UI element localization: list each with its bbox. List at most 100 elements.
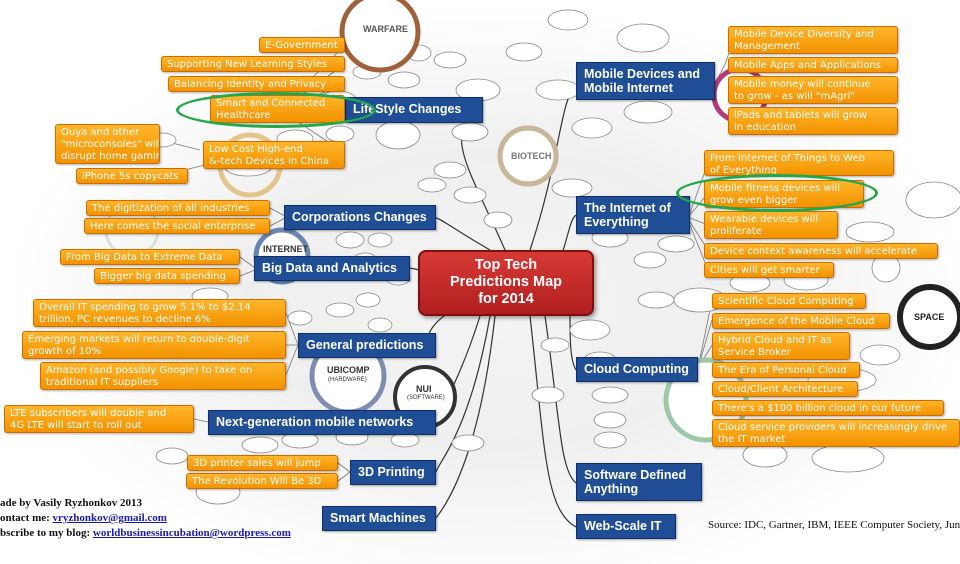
prediction-text: Emergence of the Mobile Cloud — [718, 316, 875, 327]
hub-label-ubicomp-sub: (HARDWARE) — [328, 377, 367, 383]
category-smart-machines[interactable]: Smart Machines — [322, 506, 436, 531]
prediction-lte[interactable]: LTE subscribers will double and 4G LTE w… — [4, 405, 194, 433]
prediction-revolution-3d[interactable]: The Revolution Will Be 3D — [186, 473, 338, 489]
prediction-line2: Service Broker — [718, 347, 791, 358]
category-general[interactable]: General predictions — [298, 333, 436, 358]
category-next-gen-networks[interactable]: Next-generation mobile networks — [208, 410, 436, 435]
blog-link[interactable]: worldbusinessincubation@wordpress.com — [92, 527, 291, 539]
prediction-text: The Era of Personal Cloud — [718, 365, 847, 376]
category-label-line2: Everything — [584, 215, 649, 229]
prediction-text: Mobile Apps and Applications — [734, 60, 881, 71]
prediction-line2: Management — [734, 41, 800, 52]
prediction-hybrid-cloud[interactable]: Hybrid Cloud and IT as Service Broker — [712, 332, 850, 360]
prediction-context-awareness[interactable]: Device context awareness will accelerate — [704, 243, 938, 259]
prediction-line2: trillion, PC revenues to decline 6% — [39, 314, 211, 325]
prediction-mobile-cloud[interactable]: Emergence of the Mobile Cloud — [712, 313, 890, 329]
prediction-line2: &-tech Devices in China — [209, 156, 329, 167]
prediction-emerging-markets[interactable]: Emerging markets will return to double-d… — [22, 331, 286, 359]
prediction-e-government[interactable]: E-Government — [259, 37, 345, 53]
prediction-text: The Revolution Will Be 3D — [192, 476, 322, 487]
category-label-line2: Anything — [584, 482, 639, 496]
contact-email-link[interactable]: vryzhonkov@gmail.com — [52, 512, 167, 524]
prediction-social-enterprise[interactable]: Here comes the social enterprise — [84, 218, 270, 234]
center-title-line2: Predictions Map — [450, 274, 562, 290]
prediction-3d-printer-sales[interactable]: 3D printer sales will jump — [187, 455, 338, 471]
prediction-line1: iPads and tablets will grow — [734, 110, 868, 121]
category-software-defined[interactable]: Software Defined Anything — [576, 463, 702, 501]
prediction-line1: Mobile money will continue — [734, 79, 871, 90]
prediction-text: Supporting New Learning Styles — [167, 59, 328, 70]
prediction-iphone-copycats[interactable]: iPhone 5s copycats — [76, 168, 188, 184]
prediction-line2: the IT market — [718, 434, 786, 445]
highlight-oval-healthcare — [176, 92, 376, 128]
prediction-text: There's a $100 billion cloud in our futu… — [718, 403, 922, 414]
prediction-cloud-providers[interactable]: Cloud service providers will increasingl… — [712, 419, 960, 447]
prediction-mobile-apps[interactable]: Mobile Apps and Applications — [728, 57, 898, 73]
category-label-line1: Software Defined — [584, 468, 687, 482]
prediction-web-of-everything[interactable]: From Internet of Things to Web of Everyt… — [704, 150, 894, 176]
category-label-line1: The Internet of — [584, 201, 671, 215]
prediction-text: The digitization of all industries — [92, 203, 250, 214]
prediction-device-diversity[interactable]: Mobile Device Diversity and Management — [728, 26, 898, 54]
credit-contact-label: ontact me: — [0, 512, 53, 524]
category-iot[interactable]: The Internet of Everything — [576, 196, 690, 234]
category-3d-printing[interactable]: 3D Printing — [350, 460, 436, 485]
prediction-smart-cities[interactable]: Cities will get smarter — [704, 262, 834, 278]
hub-label-space: SPACE — [914, 312, 945, 322]
prediction-line2: traditional IT suppliers — [46, 377, 159, 388]
prediction-line2: 4G LTE will start to roll out — [10, 420, 142, 431]
hub-label-nui-sub: (SOFTWARE) — [407, 395, 445, 401]
prediction-line1: Low Cost High-end — [209, 144, 303, 155]
prediction-line1: Wearable devices will — [710, 214, 819, 225]
prediction-amazon-google[interactable]: Amazon (and possibly Google) to take on … — [40, 362, 286, 390]
prediction-line1: Overall IT spending to grow 5.1% to $2.1… — [39, 302, 251, 313]
prediction-digitization[interactable]: The digitization of all industries — [86, 200, 270, 216]
category-corporations[interactable]: Corporations Changes — [284, 205, 436, 230]
prediction-scientific-cloud[interactable]: Scientific Cloud Computing — [712, 293, 866, 309]
prediction-identity-privacy[interactable]: Balancing Identity and Privacy — [168, 76, 345, 92]
prediction-personal-cloud[interactable]: The Era of Personal Cloud — [712, 362, 860, 378]
prediction-line1: Emerging markets will return to double-d… — [28, 334, 250, 345]
source-credit: Source: IDC, Gartner, IBM, IEEE Computer… — [708, 519, 960, 531]
prediction-100-billion-cloud[interactable]: There's a $100 billion cloud in our futu… — [712, 400, 944, 416]
center-title-line3: for 2014 — [478, 291, 534, 307]
category-mobile[interactable]: Mobile Devices and Mobile Internet — [576, 62, 715, 100]
hub-label-warfare: WARFARE — [363, 24, 408, 34]
category-label: Next-generation mobile networks — [216, 415, 414, 429]
prediction-line2: to grow - as will "mAgri" — [734, 91, 855, 102]
prediction-it-spending[interactable]: Overall IT spending to grow 5.1% to $2.1… — [33, 299, 286, 327]
credit-subscribe: bscribe to my blog: worldbusinessincubat… — [0, 527, 291, 539]
prediction-text: Cities will get smarter — [710, 265, 820, 276]
category-label: 3D Printing — [358, 465, 425, 479]
category-label-line1: Mobile Devices and — [584, 67, 701, 81]
prediction-china-devices[interactable]: Low Cost High-end &-tech Devices in Chin… — [203, 141, 345, 169]
prediction-text: Bigger big data spending — [100, 271, 226, 282]
category-big-data[interactable]: Big Data and Analytics — [254, 256, 410, 281]
category-label: Web-Scale IT — [584, 519, 662, 533]
category-cloud[interactable]: Cloud Computing — [576, 357, 698, 382]
category-label: General predictions — [306, 338, 424, 352]
category-label: Smart Machines — [330, 511, 426, 525]
prediction-mobile-money[interactable]: Mobile money will continue to grow - as … — [728, 76, 898, 104]
prediction-learning-styles[interactable]: Supporting New Learning Styles — [161, 56, 345, 72]
prediction-text: 3D printer sales will jump — [193, 458, 321, 469]
prediction-line3: disrupt home gaming — [61, 151, 160, 162]
prediction-text: E-Government — [265, 40, 338, 51]
prediction-ipads-education[interactable]: iPads and tablets will grow in education — [728, 107, 898, 135]
prediction-line1: Hybrid Cloud and IT as — [718, 335, 832, 346]
prediction-text: Scientific Cloud Computing — [718, 296, 854, 307]
prediction-big-data-spending[interactable]: Bigger big data spending — [94, 268, 240, 284]
prediction-line1: Cloud service providers will increasingl… — [718, 422, 948, 433]
prediction-microconsoles[interactable]: Ouya and other "microconsoles" will disr… — [55, 124, 160, 164]
prediction-wearables[interactable]: Wearable devices will proliferate — [704, 211, 838, 239]
category-web-scale[interactable]: Web-Scale IT — [576, 514, 676, 539]
prediction-text: From Big Data to Extreme Data — [66, 252, 223, 263]
prediction-extreme-data[interactable]: From Big Data to Extreme Data — [60, 249, 240, 265]
prediction-cloud-client[interactable]: Cloud/Client Architecture — [712, 381, 858, 397]
category-lifestyle[interactable]: LifeStyle Changes — [345, 97, 483, 123]
credit-subscribe-label: bscribe to my blog: — [0, 527, 93, 539]
hub-label-biotech: BIOTECH — [511, 151, 552, 161]
prediction-text: iPhone 5s copycats — [82, 171, 179, 182]
prediction-text: Device context awareness will accelerate — [710, 246, 918, 257]
